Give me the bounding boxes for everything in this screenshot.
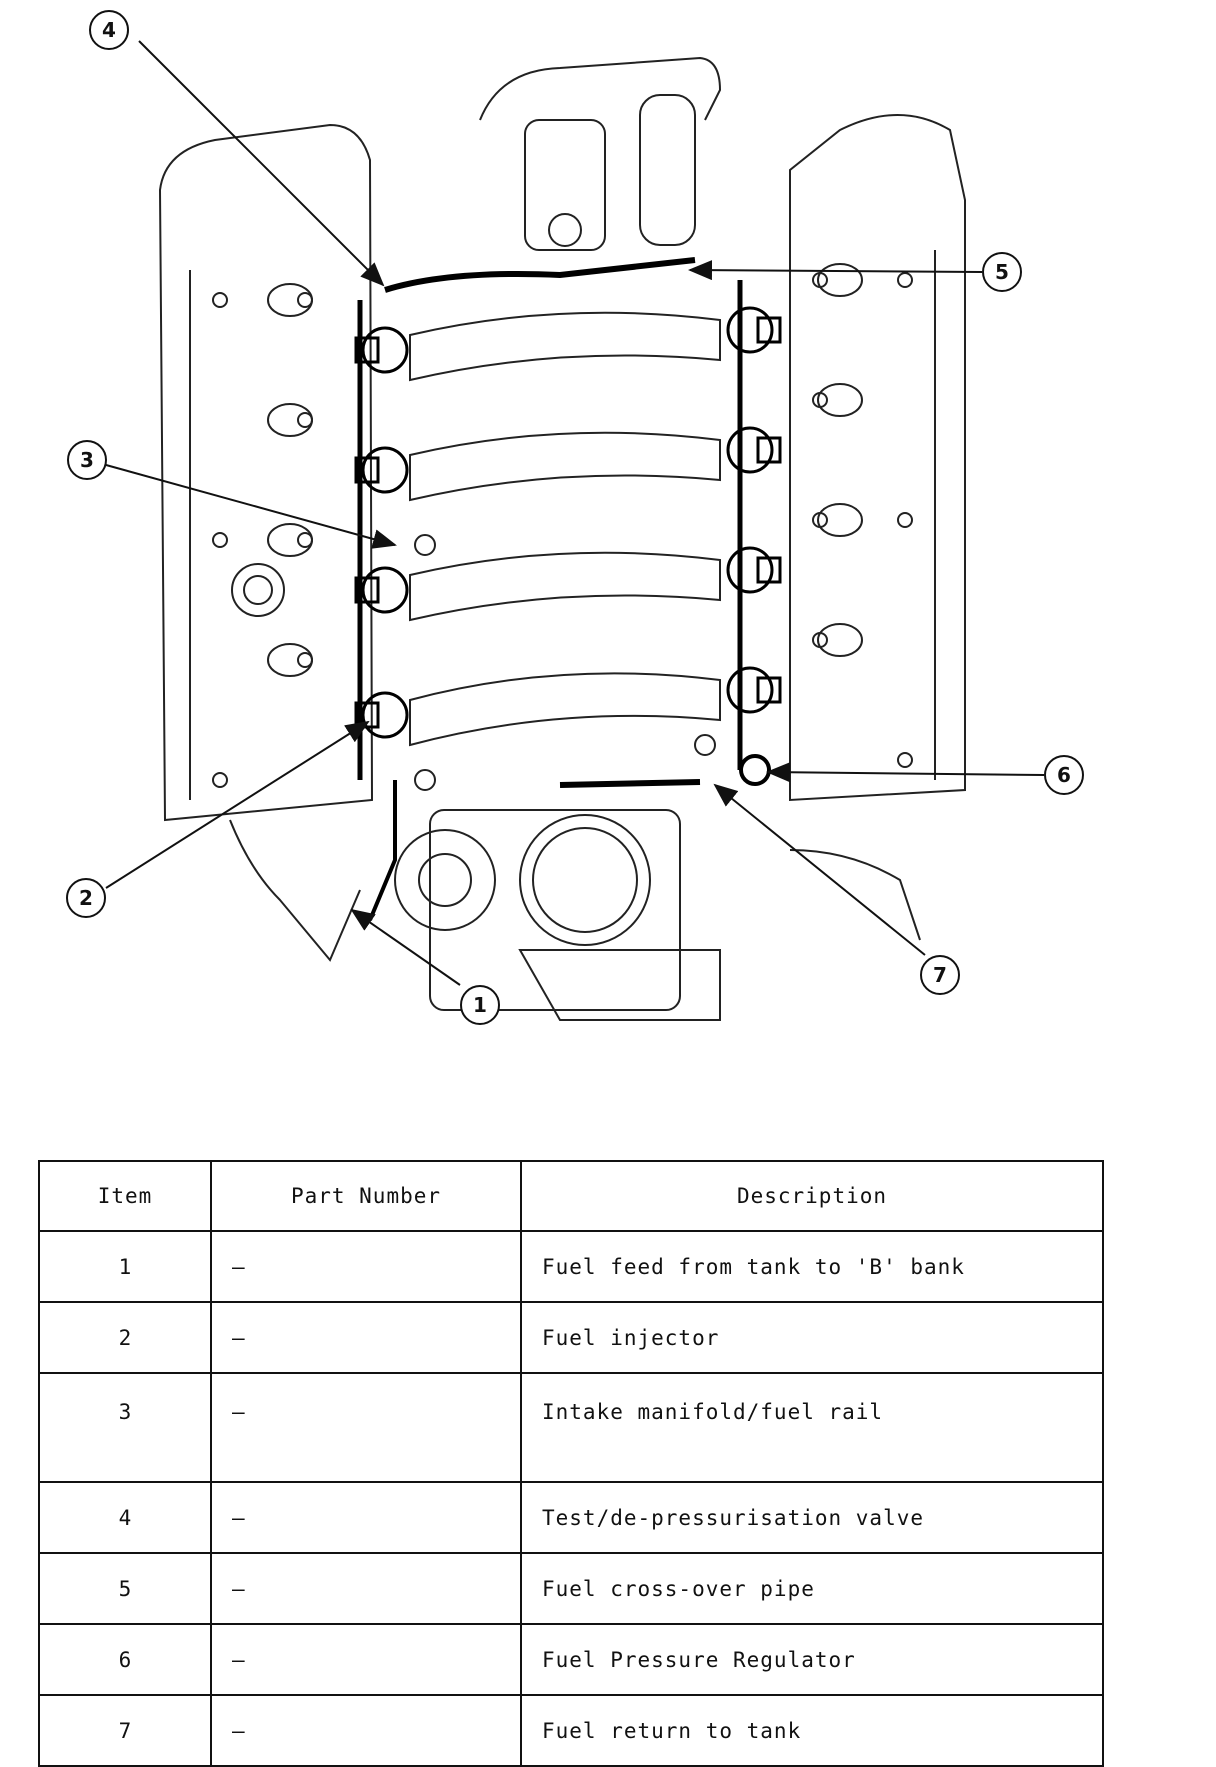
- callout-6-label: 6: [1057, 763, 1071, 787]
- item-cell: 1: [38, 1230, 212, 1303]
- part-number-cell: –: [210, 1623, 522, 1696]
- description-cell: Fuel cross-over pipe: [520, 1552, 1104, 1625]
- parts-table: Item Part Number Description 1 – Fuel fe…: [38, 1160, 1104, 1767]
- callout-5-label: 5: [995, 260, 1009, 284]
- item-cell: 4: [38, 1481, 212, 1554]
- table-row: 2 – Fuel injector: [38, 1301, 1104, 1374]
- callout-4: 4: [89, 10, 129, 50]
- description-cell: Test/de-pressurisation valve: [520, 1481, 1104, 1554]
- description-cell: Fuel return to tank: [520, 1694, 1104, 1767]
- callouts: 4 5 3 2 6 1 7: [66, 10, 1084, 1025]
- callout-7-label: 7: [933, 963, 947, 987]
- part-number-cell: –: [210, 1694, 522, 1767]
- part-number-cell: –: [210, 1481, 522, 1554]
- callout-5: 5: [982, 252, 1022, 292]
- item-cell: 5: [38, 1552, 212, 1625]
- description-cell: Fuel injector: [520, 1301, 1104, 1374]
- header-part-number: Part Number: [210, 1160, 522, 1232]
- table-row: 4 – Test/de-pressurisation valve: [38, 1481, 1104, 1554]
- description-cell: Intake manifold/fuel rail: [520, 1372, 1104, 1483]
- description-cell: Fuel feed from tank to 'B' bank: [520, 1230, 1104, 1303]
- header-description: Description: [520, 1160, 1104, 1232]
- part-number-cell: –: [210, 1301, 522, 1374]
- engine-line-art: [158, 56, 966, 1021]
- callout-3: 3: [67, 440, 107, 480]
- item-cell: 7: [38, 1694, 212, 1767]
- callout-7: 7: [920, 955, 960, 995]
- table-row: 3 – Intake manifold/fuel rail: [38, 1372, 1104, 1483]
- table-row: 6 – Fuel Pressure Regulator: [38, 1623, 1104, 1696]
- table-header-row: Item Part Number Description: [38, 1160, 1104, 1232]
- callout-2: 2: [66, 878, 106, 918]
- callout-4-label: 4: [102, 18, 116, 42]
- item-cell: 6: [38, 1623, 212, 1696]
- callout-1: 1: [460, 985, 500, 1025]
- callout-1-label: 1: [473, 993, 487, 1017]
- leader-lines: [105, 40, 1045, 986]
- table-row: 5 – Fuel cross-over pipe: [38, 1552, 1104, 1625]
- engine-fuel-system-diagram: 4 5 3 2 6 1 7: [66, 10, 1084, 1025]
- description-cell: Fuel Pressure Regulator: [520, 1623, 1104, 1696]
- part-number-cell: –: [210, 1372, 522, 1483]
- callout-2-label: 2: [79, 886, 93, 910]
- table-row: 1 – Fuel feed from tank to 'B' bank: [38, 1230, 1104, 1303]
- header-item: Item: [38, 1160, 212, 1232]
- item-cell: 3: [38, 1372, 212, 1483]
- callout-6: 6: [1044, 755, 1084, 795]
- part-number-cell: –: [210, 1230, 522, 1303]
- part-number-cell: –: [210, 1552, 522, 1625]
- callout-3-label: 3: [80, 448, 94, 472]
- item-cell: 2: [38, 1301, 212, 1374]
- table-row: 7 – Fuel return to tank: [38, 1694, 1104, 1767]
